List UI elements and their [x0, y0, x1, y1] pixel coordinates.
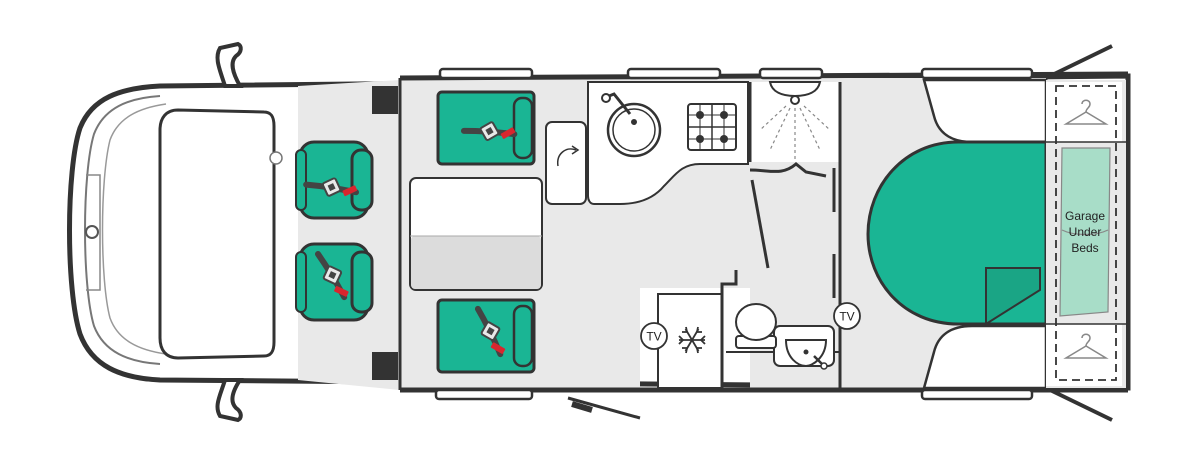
fridge-unit	[657, 293, 723, 389]
svg-text:TV: TV	[646, 330, 661, 344]
toilet-icon	[735, 303, 777, 349]
garage-label-line1: Garage	[1065, 209, 1105, 223]
svg-text:TV: TV	[839, 310, 854, 324]
wardrobe-bottom	[922, 324, 1048, 390]
garage-label-line2: Under	[1069, 225, 1102, 239]
mirror-right	[215, 378, 244, 423]
shower-icon	[759, 81, 831, 160]
hob-icon	[687, 103, 737, 151]
coat-hanger-icon	[1063, 333, 1109, 359]
windows-bottom	[434, 388, 1034, 401]
dining-table	[409, 177, 543, 291]
tv-badge-fridge: TV	[640, 322, 668, 350]
mirror-left	[215, 41, 244, 88]
sink-icon	[601, 92, 662, 158]
entrance-door	[567, 396, 641, 420]
tv-badge-washroom: TV	[833, 302, 861, 330]
garage-label-line3: Beds	[1071, 241, 1098, 255]
rear-arms	[1045, 44, 1113, 422]
cab-seat-driver	[295, 140, 374, 220]
swivel-arrow-icon	[557, 148, 577, 167]
lounge-seat-bottom	[436, 298, 536, 374]
coat-hanger-icon	[1063, 99, 1109, 125]
windows-top	[438, 67, 1034, 80]
dashboard	[158, 108, 283, 360]
island-bed	[866, 140, 1048, 326]
washbasin-icon	[784, 339, 828, 370]
cab-seat-passenger	[295, 242, 374, 322]
lounge-seat-top	[436, 90, 536, 166]
wardrobe-top	[922, 78, 1048, 144]
fridge-snowflake-icon	[678, 326, 706, 354]
rear-garage: Garage Under Beds	[1046, 80, 1128, 388]
